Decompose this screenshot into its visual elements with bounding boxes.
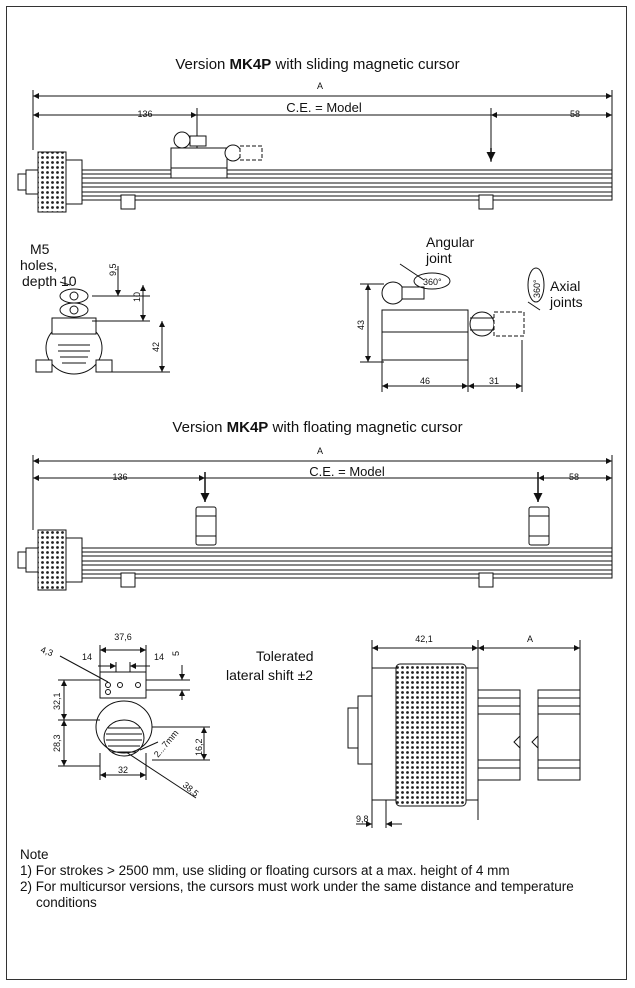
ce-label: C.E. = Model xyxy=(286,100,362,115)
dim-32-1: 32,1 xyxy=(52,692,62,710)
dim-31: 31 xyxy=(489,376,499,386)
holes-label-depth: depth 10 xyxy=(22,273,77,289)
axial-joints-label: Axial xyxy=(550,278,580,294)
section-title-floating: Version MK4P with floating magnetic curs… xyxy=(0,419,635,436)
title-model: MK4P xyxy=(226,419,269,436)
sliding-transducer-view xyxy=(17,90,613,213)
floating-detail-view xyxy=(347,640,581,828)
tolerated-label: Tolerated xyxy=(256,648,314,664)
dim-38-5: 38,5 xyxy=(181,780,201,799)
title-suffix: with floating magnetic cursor xyxy=(268,419,463,436)
title-suffix: with sliding magnetic cursor xyxy=(271,56,460,73)
dim-a-detail: A xyxy=(527,634,533,644)
sliding-cursor-side-view xyxy=(360,263,545,392)
sliding-end-view xyxy=(35,266,170,375)
holes-label-m5: M5 xyxy=(30,241,50,257)
angle-360-axial: 360° xyxy=(532,279,542,298)
note-item: 1) For strokes > 2500 mm, use sliding or… xyxy=(20,863,510,878)
notes: Note 1) For strokes > 2500 mm, use slidi… xyxy=(20,847,620,911)
dim-9-5: 9,5 xyxy=(108,263,118,276)
angular-joint-label: Angular xyxy=(426,234,475,250)
drawing-frame xyxy=(6,6,627,980)
dim-a: A xyxy=(317,81,323,91)
dim-28-3: 28,3 xyxy=(52,734,62,752)
holes-label-holes: holes, xyxy=(20,257,57,273)
dim-5: 5 xyxy=(171,651,181,656)
ce-label: C.E. = Model xyxy=(309,464,385,479)
title-prefix: Version xyxy=(172,419,227,436)
dim-2-7mm: 2...7mm xyxy=(152,728,181,759)
dim-37-6: 37,6 xyxy=(114,632,132,642)
title-prefix: Version xyxy=(175,56,230,73)
dim-136: 136 xyxy=(137,109,152,119)
floating-end-view xyxy=(58,645,210,799)
dim-32: 32 xyxy=(118,765,128,775)
title-model: MK4P xyxy=(229,56,272,73)
dim-46: 46 xyxy=(420,376,430,386)
note-item: 2) For multicursor versions, the cursors… xyxy=(20,879,574,910)
lateral-shift-label: lateral shift ±2 xyxy=(226,667,313,683)
dim-42-1: 42,1 xyxy=(415,634,433,644)
dim-58: 58 xyxy=(570,109,580,119)
dim-a: A xyxy=(317,446,323,456)
axial-joints-label-2: joints xyxy=(549,294,583,310)
dim-136: 136 xyxy=(112,472,127,482)
angle-360-angular: 360° xyxy=(423,277,442,287)
dim-9-8: 9,8 xyxy=(356,814,369,824)
floating-transducer-view xyxy=(17,455,613,591)
dim-4-3: 4,3 xyxy=(39,644,54,658)
dim-14-right: 14 xyxy=(154,652,164,662)
dim-43: 43 xyxy=(356,320,366,330)
dim-16-2: 16,2 xyxy=(194,738,204,756)
section-title-sliding: Version MK4P with sliding magnetic curso… xyxy=(0,56,635,73)
angular-joint-label-2: joint xyxy=(425,250,452,266)
notes-heading: Note xyxy=(20,847,49,862)
dim-10: 10 xyxy=(132,292,142,302)
dim-14-left: 14 xyxy=(82,652,92,662)
dim-42: 42 xyxy=(151,342,161,352)
dim-58: 58 xyxy=(569,472,579,482)
